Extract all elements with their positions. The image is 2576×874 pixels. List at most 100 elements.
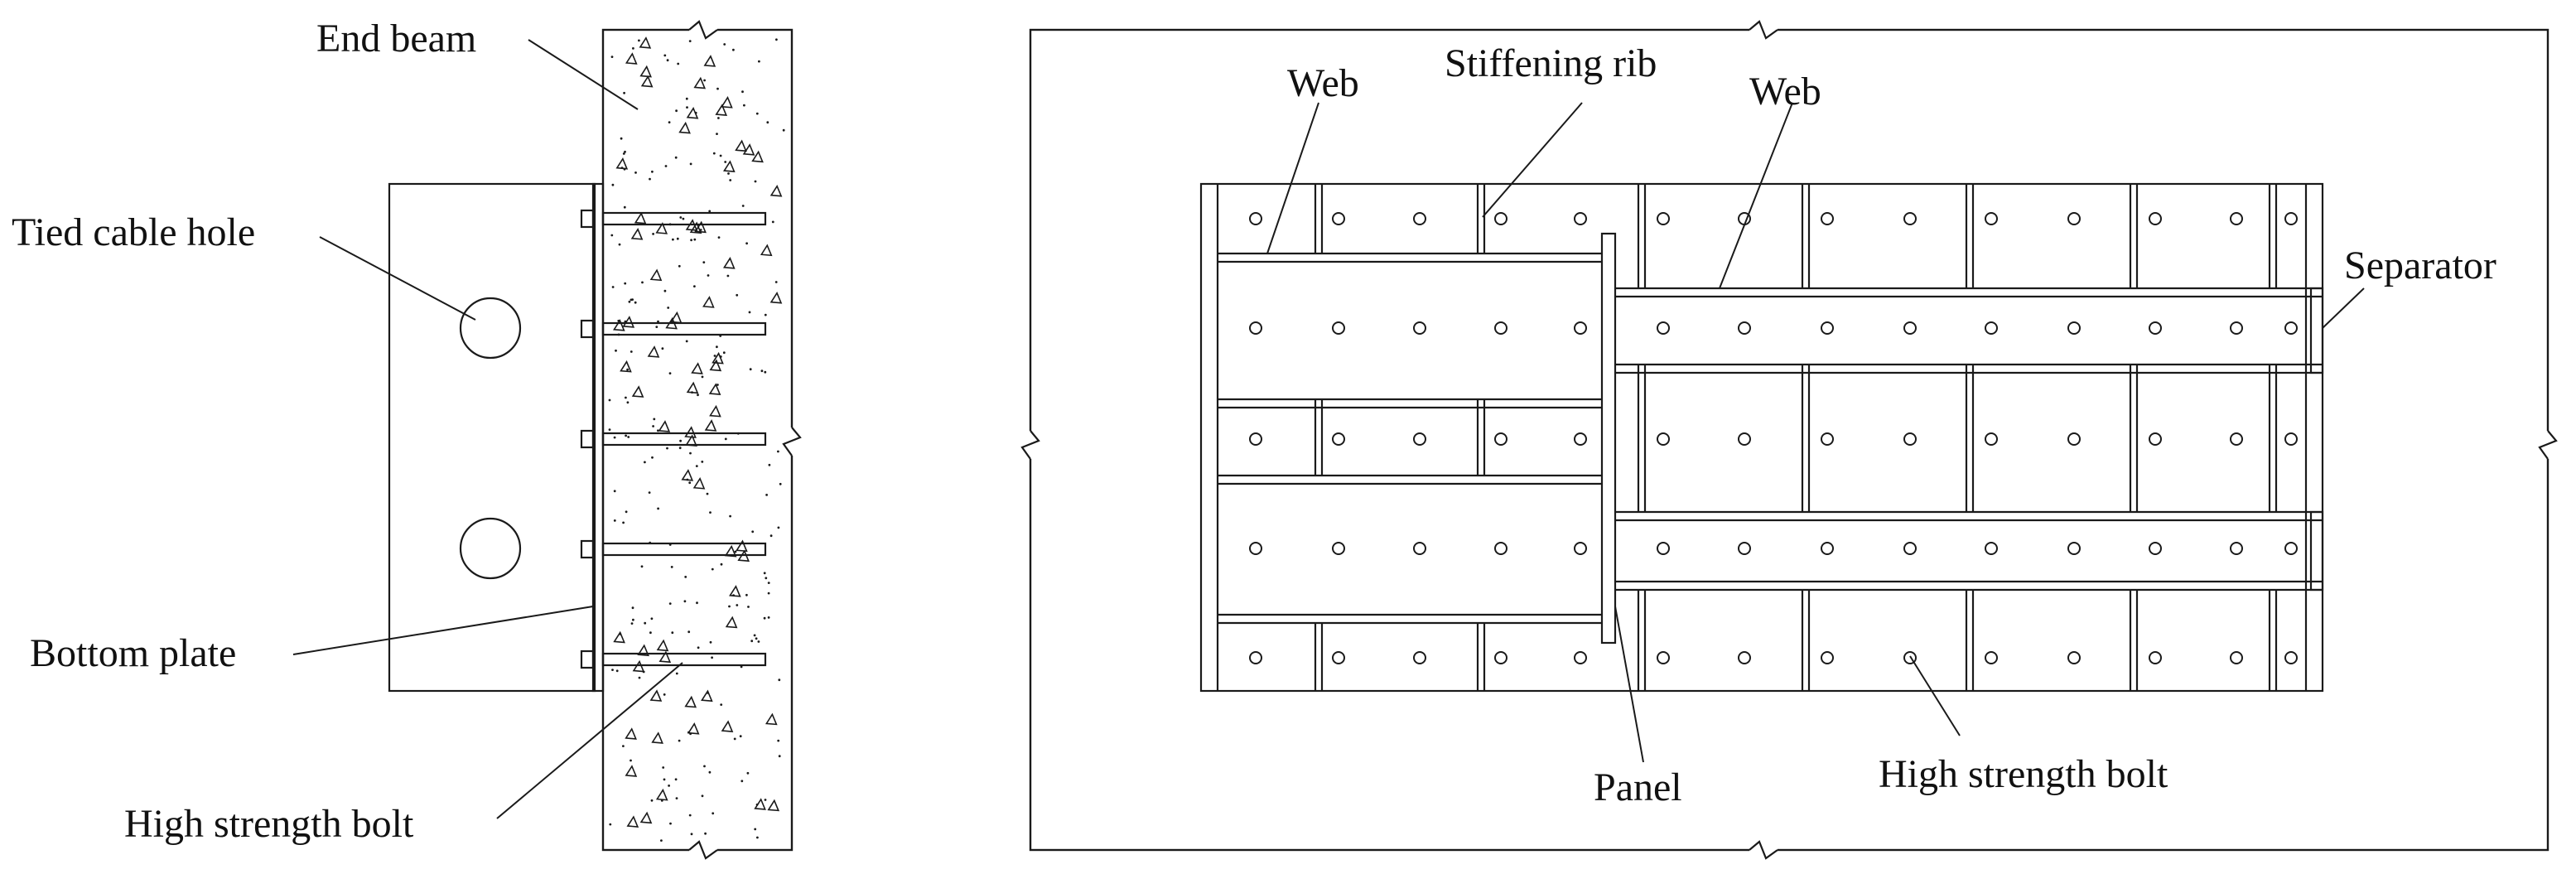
concrete-aggregate: [634, 211, 647, 225]
concrete-speck: [736, 604, 739, 606]
bolt-hole: [2149, 321, 2162, 335]
bolt-hole: [1249, 321, 1262, 335]
bolt-hole: [1332, 321, 1345, 335]
concrete-speck: [624, 282, 627, 285]
label-web-right: Web: [1749, 70, 1821, 113]
concrete-speck: [672, 238, 674, 241]
concrete-speck: [701, 461, 704, 463]
bolt-hole: [1413, 432, 1426, 446]
bolt-hole: [1821, 212, 1834, 225]
concrete-speck: [652, 233, 654, 235]
concrete-aggregate: [639, 65, 652, 78]
label-separator: Separator: [2344, 244, 2496, 287]
stiffening-ribs: [1314, 184, 2278, 691]
concrete-speck: [663, 778, 666, 781]
concrete-speck: [767, 616, 770, 619]
concrete-speck: [625, 434, 627, 437]
concrete-speck: [755, 803, 759, 806]
concrete-speck: [728, 605, 731, 608]
concrete-speck: [716, 87, 719, 90]
bolt-hole: [1903, 321, 1917, 335]
concrete-speck: [755, 637, 758, 640]
right-leader-lines: [1266, 102, 2365, 763]
concrete-speck: [622, 745, 625, 747]
bolt-hole: [1574, 212, 1587, 225]
concrete-speck: [732, 594, 735, 596]
concrete-speck: [662, 766, 665, 769]
concrete-speck: [740, 665, 743, 669]
concrete-speck: [724, 437, 727, 441]
concrete-speck: [702, 261, 706, 263]
concrete-speck: [732, 48, 735, 51]
concrete-speck: [634, 171, 637, 174]
concrete-speck: [615, 349, 617, 352]
concrete-speck: [667, 307, 670, 309]
concrete-aggregate: [658, 650, 672, 664]
concrete-speck: [745, 242, 748, 245]
bolt-hole: [1574, 432, 1587, 446]
concrete-aggregate: [689, 221, 702, 234]
concrete-speck: [620, 167, 624, 170]
concrete-speck: [716, 133, 718, 136]
concrete-speck: [626, 368, 629, 371]
bolt-hole: [2230, 321, 2243, 335]
bolt-hole: [2067, 321, 2081, 335]
concrete-speck: [754, 180, 757, 183]
concrete-aggregate: [625, 727, 637, 740]
concrete-speck: [694, 111, 697, 114]
concrete-speck: [720, 703, 723, 706]
left-bolts: [580, 209, 767, 669]
concrete-speck: [663, 54, 667, 57]
bolt-hole: [2230, 212, 2243, 225]
concrete-speck: [679, 216, 683, 219]
bolt-hole: [1413, 212, 1426, 225]
concrete-speck: [630, 622, 634, 625]
right-labels: Web Stiffening rib Web Separator Panel H…: [1287, 41, 2496, 809]
concrete-speck: [679, 439, 682, 442]
bolt-hole: [1738, 651, 1751, 664]
concrete-speck: [745, 593, 748, 596]
concrete-aggregate: [656, 639, 669, 652]
concrete-aggregate: [640, 75, 654, 88]
concrete-speck: [706, 492, 709, 495]
concrete-speck: [751, 530, 755, 534]
concrete-aggregate: [722, 257, 736, 269]
right-webs: [1615, 287, 2323, 592]
concrete-speck: [675, 672, 678, 675]
concrete-aggregate: [765, 712, 778, 726]
concrete-aggregate: [721, 96, 733, 109]
concrete-speck: [774, 281, 778, 283]
concrete-speck: [723, 43, 726, 46]
concrete-speck: [611, 183, 615, 186]
concrete-speck: [611, 669, 614, 671]
concrete-speck: [678, 739, 681, 742]
concrete-aggregate: [613, 319, 625, 331]
concrete-speck: [753, 634, 756, 637]
bolt-hole: [1738, 432, 1751, 446]
concrete-speck: [733, 737, 736, 741]
concrete-aggregate: [721, 720, 734, 733]
concrete-speck: [707, 692, 709, 694]
concrete-speck: [691, 391, 693, 394]
concrete-speck: [690, 833, 693, 836]
concrete-speck: [626, 401, 630, 404]
concrete-speck: [632, 47, 634, 50]
concrete-speck: [613, 519, 616, 522]
anchor-plate: [1199, 182, 2324, 693]
concrete-speck: [623, 205, 626, 209]
bolt-hole: [2284, 321, 2298, 335]
bolt-hole: [1821, 651, 1834, 664]
end-beam-frame: [1020, 20, 2558, 860]
concrete-aggregate: [630, 228, 644, 240]
concrete-speck: [713, 355, 716, 357]
concrete-speck: [757, 640, 760, 643]
concrete-aggregate: [723, 160, 736, 172]
concrete-speck: [687, 731, 690, 734]
bolt-hole: [1249, 432, 1262, 446]
label-stiffening-rib: Stiffening rib: [1445, 41, 1657, 85]
bolt-hole: [2284, 651, 2298, 664]
concrete-speck: [619, 632, 622, 635]
concrete-aggregate: [625, 52, 638, 65]
concrete-speck: [618, 243, 621, 246]
